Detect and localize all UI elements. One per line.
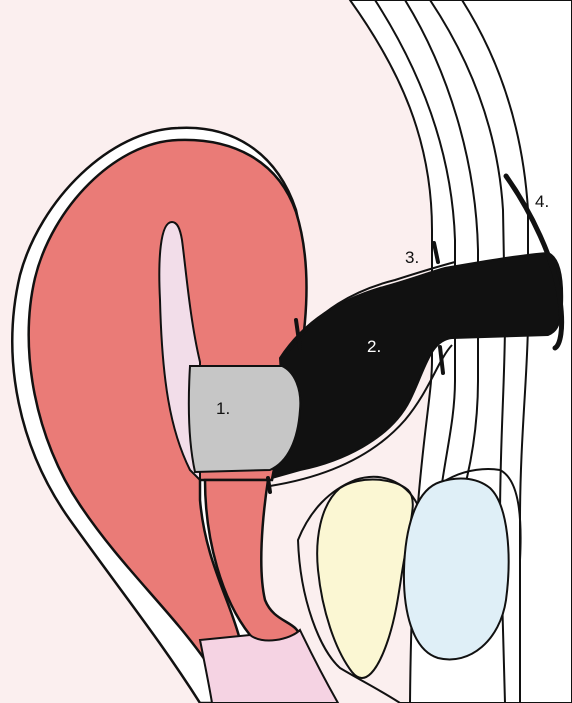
label-4: 4.	[535, 192, 549, 211]
label-3: 3.	[405, 248, 419, 267]
label-1: 1.	[216, 399, 230, 418]
cup-1	[189, 366, 300, 472]
bowel	[404, 478, 509, 659]
label-2: 2.	[367, 337, 381, 356]
